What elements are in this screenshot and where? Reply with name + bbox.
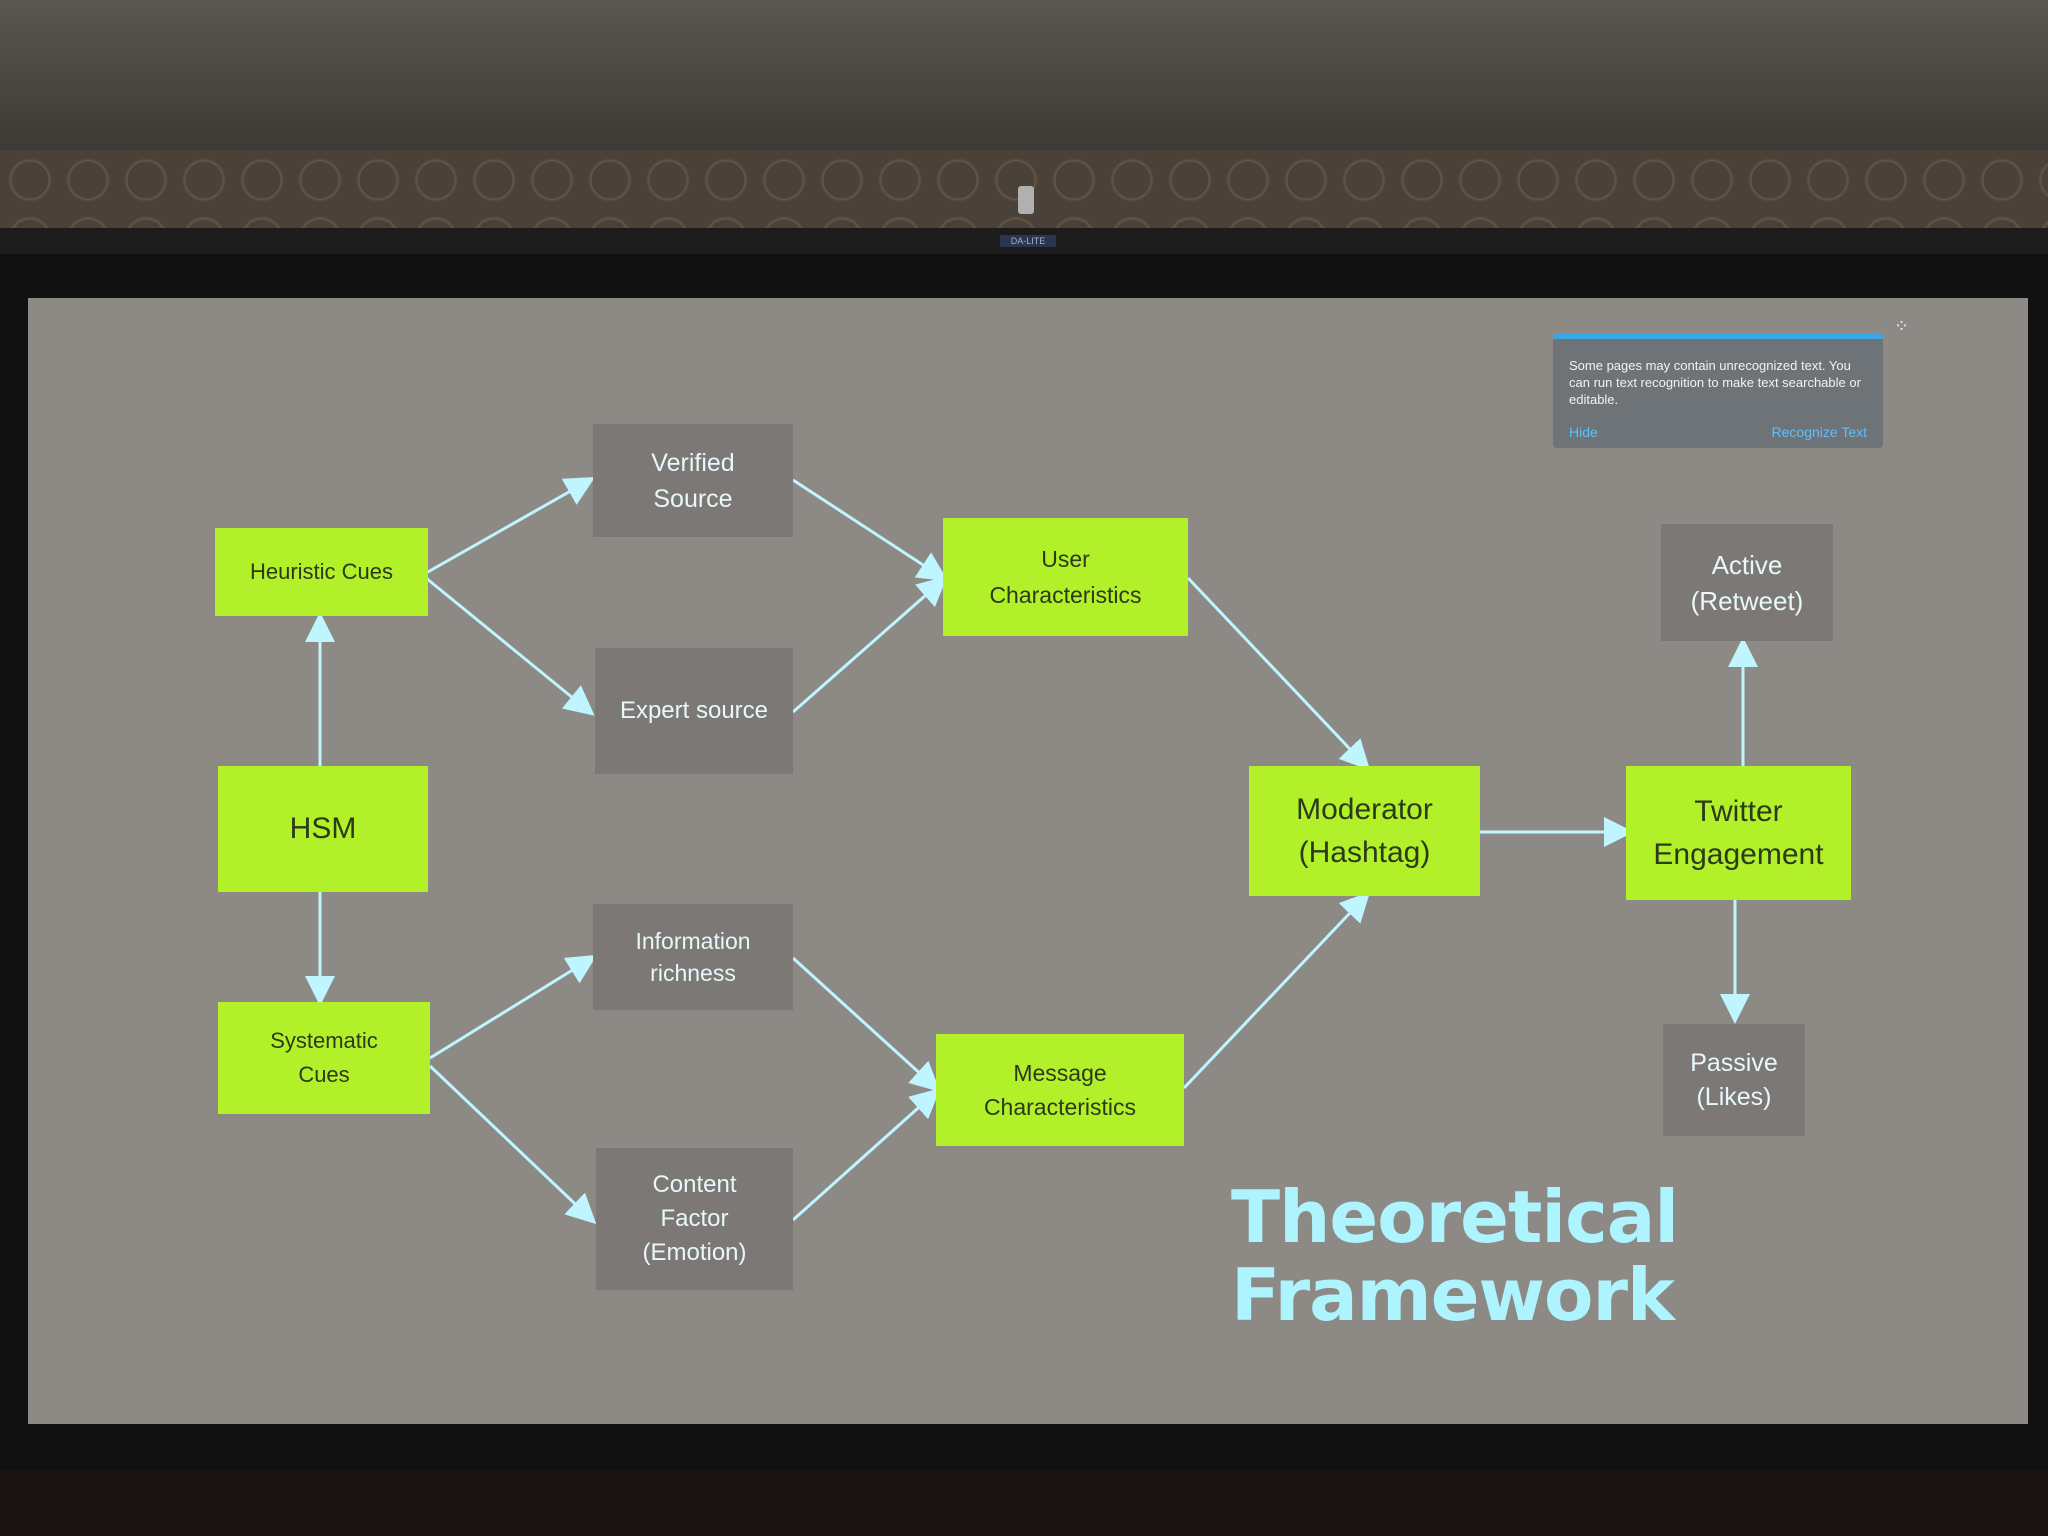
user-characteristics-label: User Characteristics — [989, 546, 1142, 608]
arrow-heuristic-verified — [425, 477, 596, 575]
content-factor-label: Content Factor (Emotion) — [642, 1171, 747, 1266]
arrow-content-message — [791, 1087, 941, 1222]
information-richness-box: Information richness — [593, 904, 793, 1010]
heuristic-cues-box: Heuristic Cues — [215, 528, 428, 616]
hsm-box: HSM — [218, 766, 428, 892]
systematic-cues-box: Systematic Cues — [218, 1002, 430, 1114]
systematic-cues-label: Systematic Cues — [270, 1028, 378, 1087]
arrow-systematic-content — [428, 1064, 597, 1225]
passive-box: Passive (Likes) — [1663, 1024, 1805, 1136]
recognize-text-link[interactable]: Recognize Text — [1771, 424, 1867, 440]
moderator-box: Moderator (Hashtag) — [1249, 766, 1480, 896]
user-characteristics-box: User Characteristics — [943, 518, 1188, 636]
moderator-label: Moderator (Hashtag) — [1296, 793, 1433, 869]
active-label: Active (Retweet) — [1690, 549, 1804, 616]
hsm-label: HSM — [289, 812, 357, 845]
arrow-expert-user — [792, 576, 948, 714]
screen-brand-label: DA-LITE — [1000, 235, 1056, 247]
room-floor — [0, 1470, 2048, 1536]
twitter-engagement-label: Twitter Engagement — [1653, 795, 1824, 871]
message-characteristics-box: Message Characteristics — [936, 1034, 1184, 1146]
verified-source-label: Verified Source — [651, 448, 735, 513]
arrow-systematic-information — [429, 954, 598, 1060]
expert-source-label: Expert source — [619, 697, 769, 724]
text-recognition-notice: Some pages may contain unrecognized text… — [1553, 333, 1883, 448]
hide-link[interactable]: Hide — [1569, 424, 1598, 440]
information-richness-label: Information richness — [635, 928, 751, 986]
expert-source-box: Expert source — [595, 648, 793, 774]
arrow-user-moderator — [1186, 576, 1371, 771]
arrow-heuristic-expert — [425, 576, 595, 716]
arrow-message-moderator — [1182, 891, 1371, 1090]
heuristic-cues-label: Heuristic Cues — [249, 559, 394, 584]
room-wall — [0, 0, 2048, 150]
arrow-verified-user — [792, 478, 949, 582]
twitter-engagement-box: Twitter Engagement — [1626, 766, 1851, 900]
diagram-arrows — [305, 477, 1758, 1225]
verified-source-box: Verified Source — [593, 424, 793, 537]
content-factor-box: Content Factor (Emotion) — [596, 1148, 793, 1290]
active-box: Active (Retweet) — [1661, 524, 1833, 641]
screen-hook — [1018, 186, 1034, 214]
passive-label: Passive (Likes) — [1690, 1049, 1778, 1111]
notice-message: Some pages may contain unrecognized text… — [1569, 358, 1861, 407]
message-characteristics-label: Message Characteristics — [983, 1060, 1137, 1120]
presentation-slide: Heuristic Cues HSM Systematic Cues Verif… — [28, 298, 2028, 1424]
drag-handle-icon[interactable]: ⁘ — [1894, 316, 1910, 336]
arrow-information-message — [791, 956, 941, 1093]
slide-title: Theoretical Framework — [1231, 1175, 1679, 1337]
